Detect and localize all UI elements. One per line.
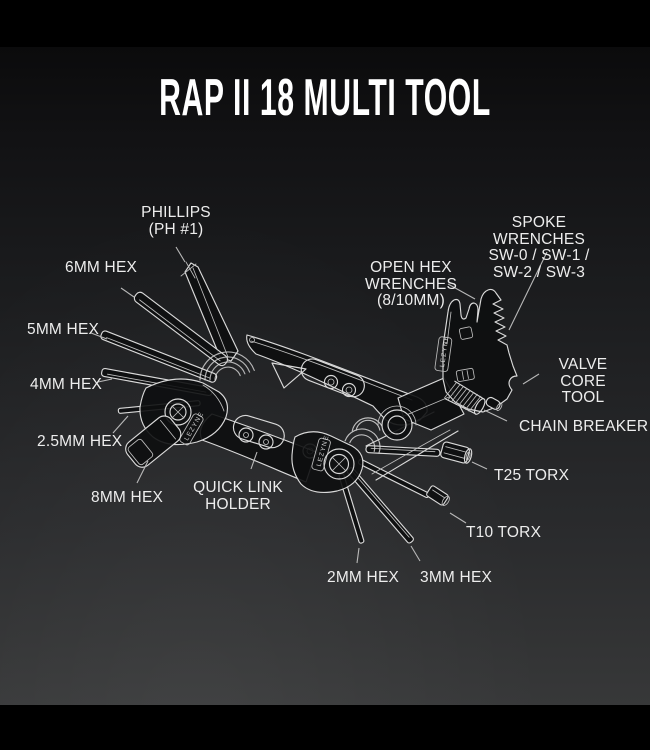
label-valve-core: VALVE CORE TOOL [558,356,608,406]
hex-8mm-adapter [125,415,182,468]
left-pivot-bolt [164,398,192,426]
label-open-hex: OPEN HEX WRENCHES (8/10MM) [364,259,458,309]
leader-spoke [508,251,548,331]
label-3mm-hex: 3MM HEX [420,569,493,586]
chain-breaker-pin [485,396,503,412]
bottom-pivot-bolt [323,448,355,480]
label-2-5mm-hex: 2.5MM HEX [37,433,123,450]
leader-hex5 [90,332,108,340]
leader-chain [483,409,508,422]
folded-tool-stack [199,351,255,381]
pivot-washers-right [344,428,381,454]
label-chain-breaker: CHAIN BREAKER [519,418,649,435]
label-6mm-hex: 6MM HEX [65,259,138,276]
label-2mm-hex: 2MM HEX [327,569,400,586]
hex-5mm-rod [100,330,218,383]
label-spoke-wrenches: SPOKE WRENCHES SW-0 / SW-1 / SW-2 / SW-3 [488,214,590,281]
leader-valve [522,373,540,385]
linkage-ring [377,405,417,441]
hex-6mm-rod [133,291,229,367]
label-quick-link: QUICK LINK HOLDER [193,479,283,513]
leader-quick-link [250,451,258,470]
brand-text: LEZYNE [439,335,450,368]
label-t10-torx: T10 TORX [466,524,542,541]
label-4mm-hex: 4MM HEX [30,376,103,393]
label-phillips: PHILLIPS (PH #1) [141,204,211,238]
label-t25-torx: T25 TORX [494,467,570,484]
leader-t25 [471,461,488,470]
leader-t10 [449,512,467,524]
label-8mm-hex: 8MM HEX [91,489,164,506]
t25-bit [440,441,473,464]
bottom-pivot-plate: LEZYNE [291,428,381,494]
leader-hex2 [356,547,360,564]
leader-hex3 [410,545,421,562]
leader-phillips [175,246,186,263]
quick-link-pins [238,427,274,450]
t10-bit [426,485,450,506]
leader-hex6 [120,287,135,298]
spoke-wrench-plate: LEZYNE [434,288,518,413]
label-5mm-hex: 5MM HEX [27,321,100,338]
leader-hex25 [112,415,129,434]
leader-lines [90,246,548,564]
leader-hex8 [136,460,149,484]
chain-breaker-spring [444,380,486,415]
leader-open-hex [447,283,476,300]
t25-rod [365,445,441,457]
page-title: RAP II 18 MULTI TOOL [159,69,491,127]
leader-hex4 [97,378,113,383]
